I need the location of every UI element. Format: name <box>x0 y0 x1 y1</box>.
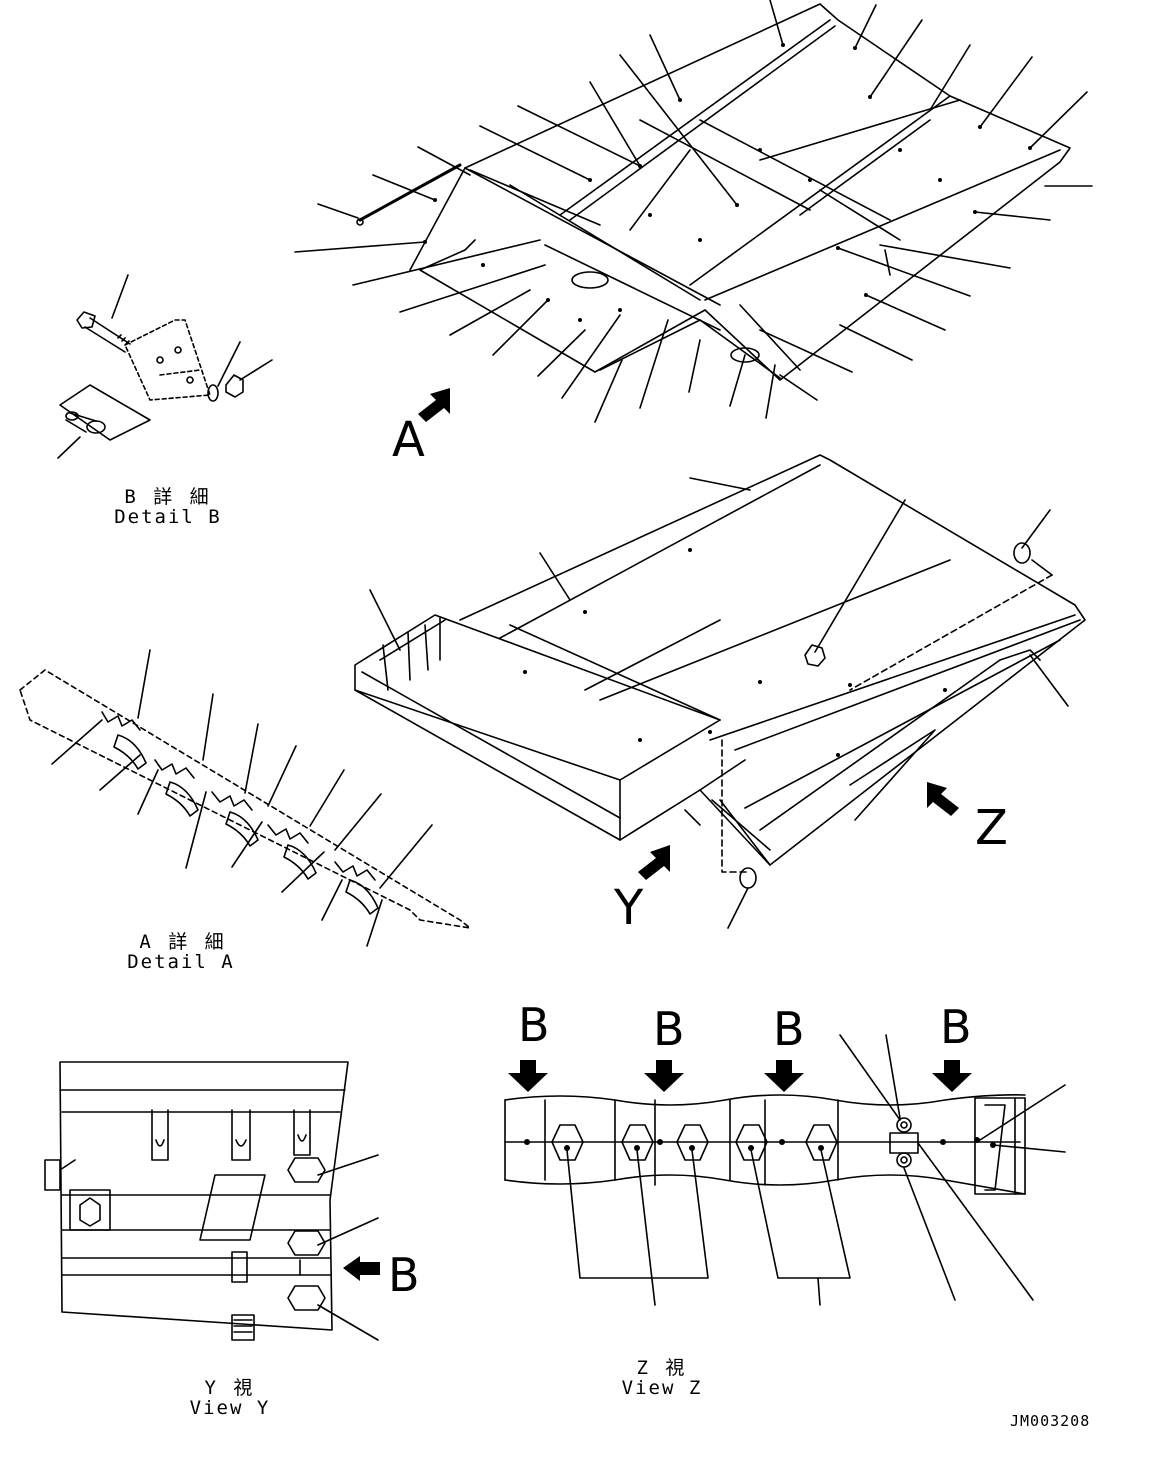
arrow-y-icon <box>638 845 670 880</box>
view-y-caption-en: View Y <box>189 1397 271 1419</box>
b-arrows <box>508 1060 972 1092</box>
view-letter-b: B <box>653 1002 685 1056</box>
arrow-b-left-icon <box>343 1256 380 1281</box>
detail-b-caption-en: Detail B <box>114 506 222 528</box>
view-y-drawing <box>45 1062 378 1340</box>
view-letter-b: B <box>388 1248 420 1302</box>
view-y-caption-jp: Y 視 <box>204 1377 256 1399</box>
arrow-b-down-icon <box>932 1060 972 1092</box>
detail-a-caption-jp: A 詳 細 <box>139 931 227 953</box>
view-z-caption-en: View Z <box>621 1377 703 1399</box>
detail-a-caption-en: Detail A <box>127 951 235 973</box>
view-letter-b: B <box>940 1000 972 1054</box>
arrow-b-down-icon <box>764 1060 804 1092</box>
view-letter-a: A <box>392 412 425 468</box>
detail-b-caption-jp: B 詳 細 <box>124 486 212 508</box>
arrow-z-icon <box>927 782 959 816</box>
detail-b-drawing <box>58 275 272 458</box>
view-letter-z: Z <box>975 800 1008 856</box>
arrow-b-down-icon <box>644 1060 684 1092</box>
view-letter-y: Y <box>614 880 644 936</box>
main-assembly <box>355 455 1085 928</box>
arrow-b-down-icon <box>508 1060 548 1092</box>
drawing-code: JM003208 <box>1010 1412 1091 1430</box>
view-letter-b: B <box>773 1002 805 1056</box>
view-z-drawing <box>505 1035 1065 1305</box>
detail-a-drawing <box>20 650 470 946</box>
view-z-caption-jp: Z 視 <box>636 1357 688 1379</box>
arrow-a-icon <box>418 388 450 422</box>
view-letter-b: B <box>518 998 550 1052</box>
top-liner-assembly <box>295 0 1092 422</box>
